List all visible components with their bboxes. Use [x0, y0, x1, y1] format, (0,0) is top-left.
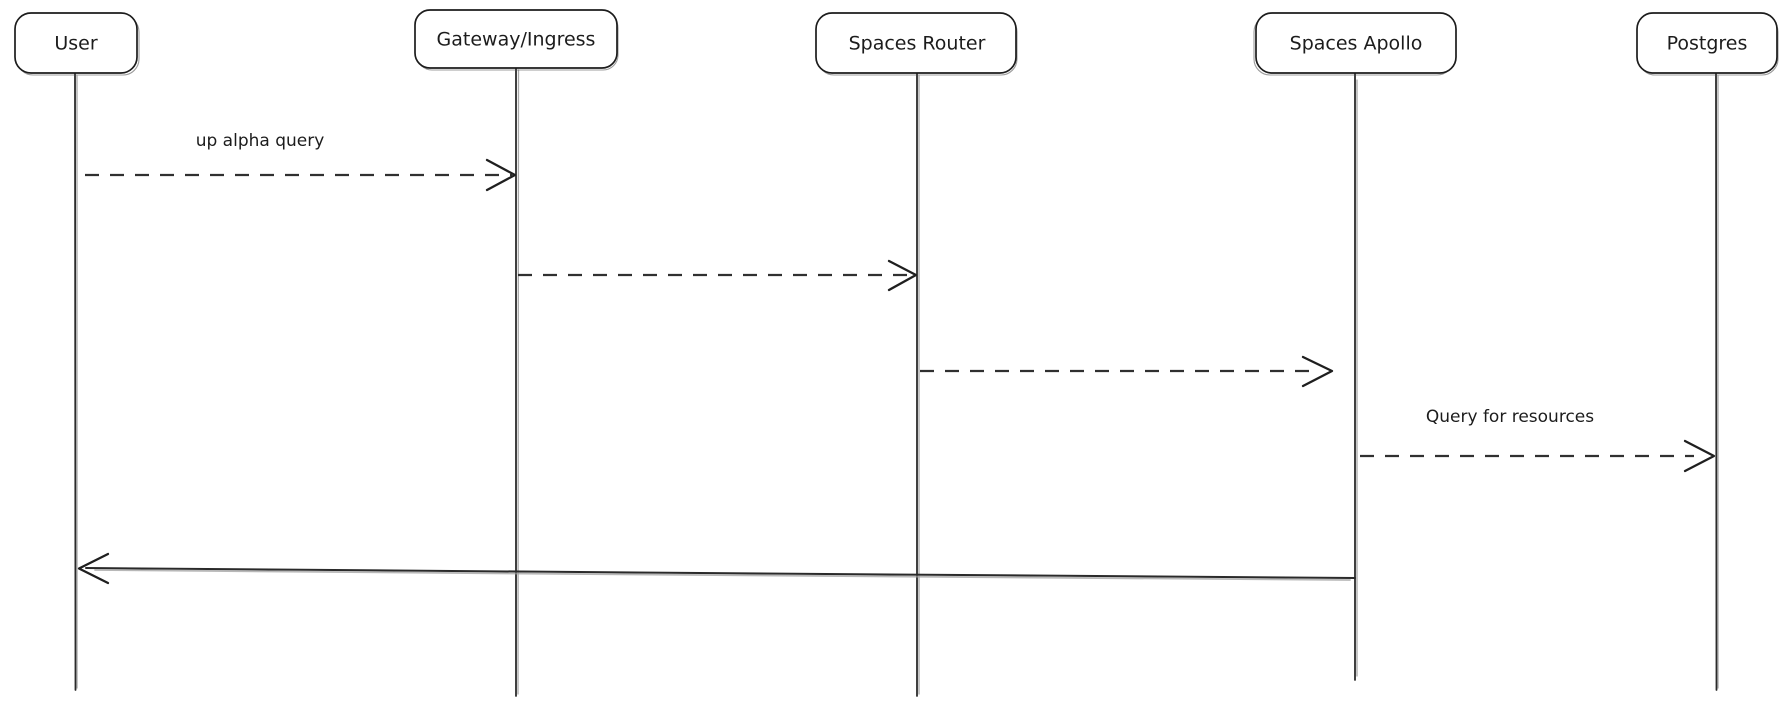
message-gateway-to-router[interactable]	[518, 259, 918, 292]
lifelines-group	[74, 67, 1719, 697]
messages-group: up alpha query Query for resources	[77, 131, 1716, 585]
participant-postgres[interactable]: Postgres	[1636, 12, 1779, 76]
participant-gateway[interactable]: Gateway/Ingress	[414, 9, 619, 71]
participant-spaces-router[interactable]: Spaces Router	[815, 12, 1018, 76]
message-label-4: Query for resources	[1426, 407, 1594, 427]
lifeline-gateway	[515, 67, 520, 697]
participant-label-spaces-apollo: Spaces Apollo	[1290, 33, 1423, 55]
participant-user[interactable]: User	[14, 12, 140, 76]
participant-label-postgres: Postgres	[1667, 33, 1748, 55]
message-router-to-apollo[interactable]	[920, 355, 1334, 388]
participant-label-gateway: Gateway/Ingress	[437, 29, 596, 51]
message-up-alpha-query[interactable]: up alpha query	[85, 131, 517, 192]
message-query-for-resources[interactable]: Query for resources	[1360, 407, 1716, 473]
message-return-to-user[interactable]	[77, 552, 1356, 585]
message-label-1: up alpha query	[196, 131, 325, 151]
lifeline-user	[74, 72, 78, 691]
participant-spaces-apollo[interactable]: Spaces Apollo	[1253, 12, 1457, 76]
participant-label-user: User	[54, 33, 97, 55]
participants-group: User Gateway/Ingress Spaces Router Space…	[14, 9, 1779, 76]
participant-label-spaces-router: Spaces Router	[849, 33, 986, 55]
lifeline-spaces-apollo	[1354, 72, 1358, 681]
lifeline-postgres	[1715, 72, 1719, 691]
lifeline-spaces-router	[916, 72, 920, 697]
